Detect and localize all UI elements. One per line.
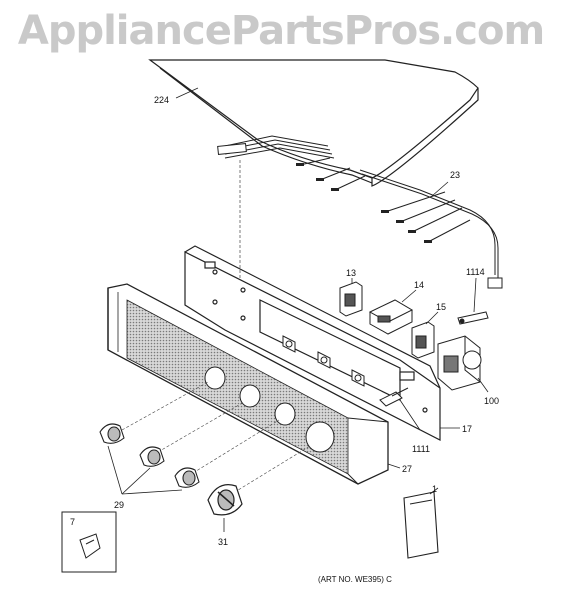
literature-1-part (403, 491, 439, 559)
knob-explode-lines (121, 381, 311, 496)
wire-connector-ends (296, 163, 432, 243)
clip-1114-part (457, 311, 489, 325)
callout-100: 100 (484, 396, 499, 406)
callout-13: 13 (346, 268, 356, 278)
callout-29: 29 (114, 500, 124, 510)
switch-15-part (411, 321, 435, 359)
knob-hole-3 (274, 402, 296, 426)
knob-hole-2 (239, 384, 261, 408)
part-1111 (379, 387, 409, 407)
callout-14: 14 (414, 280, 424, 290)
knob-31-part (207, 484, 243, 516)
watermark-text: AppliancePartsPros.com (17, 8, 545, 54)
knob-hole-4 (305, 421, 335, 453)
art-number: (ART NO. WE395) C (318, 575, 392, 584)
callout-1114: 1114 (466, 267, 485, 277)
switch-14-part (368, 299, 414, 335)
knob-29-part-c (174, 467, 200, 488)
top-cover-part (148, 59, 479, 187)
wire-harness-part (217, 135, 503, 289)
callout-27: 27 (402, 464, 412, 474)
bracket-switch-mounts (282, 335, 365, 387)
callout-23: 23 (450, 170, 460, 180)
callout-1111: 1111 (412, 444, 430, 454)
callout-7: 7 (70, 517, 75, 527)
callout-17: 17 (462, 424, 472, 434)
timer-100-part (437, 335, 482, 391)
inset-7-box (61, 511, 117, 573)
knob-hole-1 (204, 366, 226, 390)
control-panel-bracket-part (184, 245, 441, 441)
switch-13-part (339, 281, 363, 317)
callout-leaders (107, 87, 489, 532)
callout-15: 15 (436, 302, 446, 312)
control-panel-front-part (107, 283, 389, 485)
knob-29-part-a (99, 423, 125, 444)
callout-1: 1 (432, 484, 437, 494)
callout-224: 224 (154, 95, 169, 105)
knob-29-part-b (139, 446, 165, 467)
callout-31: 31 (218, 537, 228, 547)
